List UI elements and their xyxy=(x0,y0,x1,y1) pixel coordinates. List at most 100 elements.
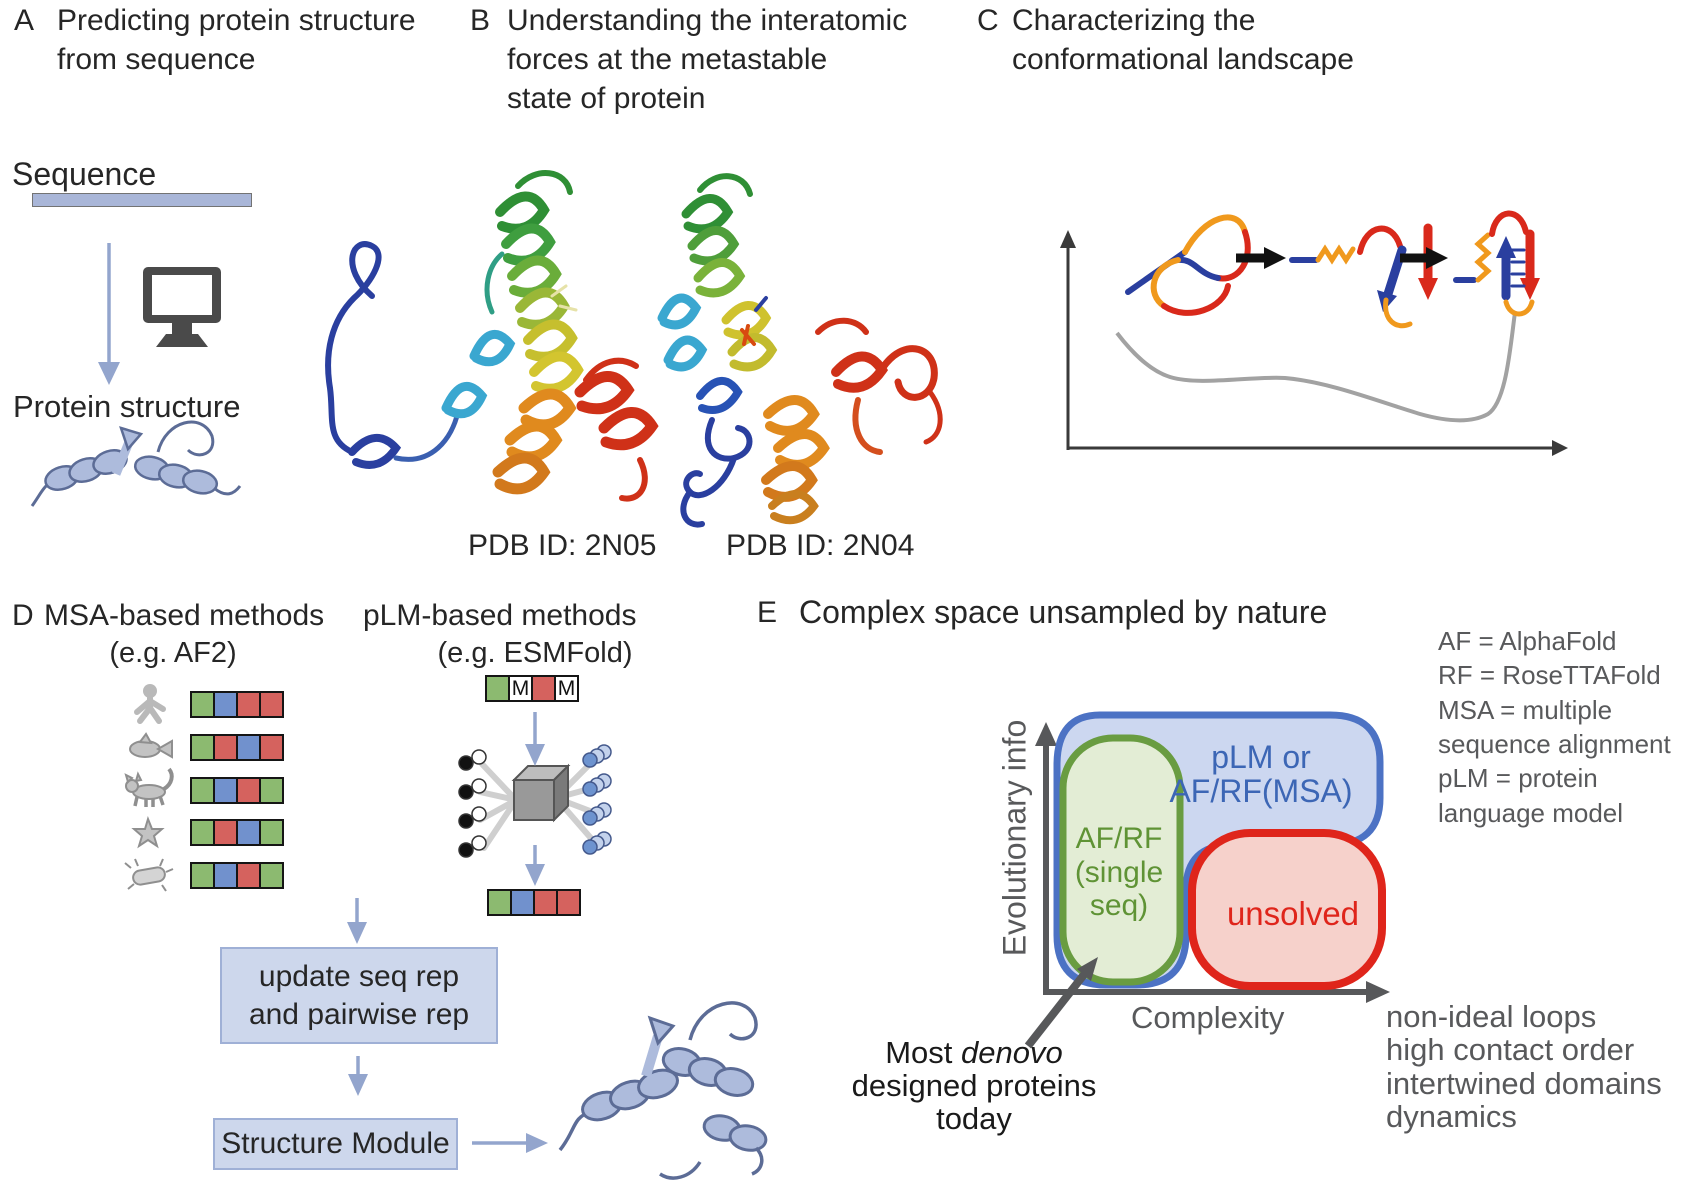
msa-row-starfish xyxy=(190,819,284,846)
panel-c-title-line1: Characterizing the xyxy=(1012,4,1256,37)
folded-state-cartoon xyxy=(1453,210,1540,317)
masked-seq-cell-m: M xyxy=(508,675,533,702)
plm-methods-title: pLM-based methods xyxy=(363,599,637,632)
output-seq-cell xyxy=(533,889,558,916)
plm-region-label: pLM or AF/RF(MSA) xyxy=(1150,739,1372,808)
protein-2n04 xyxy=(657,173,943,528)
masked-seq-cell xyxy=(531,675,556,702)
legend-line: sequence alignment xyxy=(1438,728,1671,759)
panel-b-letter: B xyxy=(470,4,491,37)
panel-a-title-line2: from sequence xyxy=(57,43,256,76)
msa-cell xyxy=(213,777,238,804)
panel-c-title-line2: conformational landscape xyxy=(1012,43,1354,76)
protein-structure-label: Protein structure xyxy=(13,389,241,424)
msa-cell xyxy=(259,777,284,804)
legend-line: pLM = protein xyxy=(1438,763,1598,794)
transition-arrow-2 xyxy=(1400,247,1448,269)
msa-cell xyxy=(236,691,261,718)
d-flow-arrows xyxy=(347,712,548,1153)
update-rep-line2: and pairwise rep xyxy=(248,997,470,1031)
msa-cell xyxy=(190,862,215,889)
structure-module-box: Structure Module xyxy=(213,1118,458,1170)
denovo-line1: Most denovo xyxy=(826,1035,1122,1070)
legend-line: language model xyxy=(1438,797,1624,828)
unsampled-list: non-ideal loops high contact order inter… xyxy=(1386,1000,1662,1134)
output-seq-cell xyxy=(487,889,512,916)
update-rep-box: update seq rep and pairwise rep xyxy=(220,947,498,1044)
denovo-line3: today xyxy=(936,1100,1012,1136)
human-icon xyxy=(134,684,166,724)
sequence-bar xyxy=(32,193,252,207)
abbreviation-legend: AF = AlphaFold RF = RoseTTAFold MSA = mu… xyxy=(1438,624,1671,830)
msa-cell xyxy=(190,819,215,846)
msa-row-cat xyxy=(190,777,284,804)
msa-row-fish xyxy=(190,734,284,761)
pdb-id-2n04-label: PDB ID: 2N04 xyxy=(726,529,915,562)
msa-cell xyxy=(236,862,261,889)
msa-row-bacterium xyxy=(190,862,284,889)
conformational-landscape-plot xyxy=(1060,210,1568,456)
msa-cell xyxy=(190,734,215,761)
msa-cell xyxy=(213,691,238,718)
unsolved-region-label: unsolved xyxy=(1226,895,1360,932)
msa-methods-title: MSA-based methods xyxy=(44,599,325,632)
panel-b-title-line1: Understanding the interatomic xyxy=(507,4,908,37)
intermediate-state-cartoon xyxy=(1289,223,1438,329)
structure-module-label: Structure Module xyxy=(221,1127,450,1161)
msa-cell xyxy=(236,777,261,804)
unsampled-item: high contact order xyxy=(1386,1032,1635,1068)
denovo-line2: designed proteins xyxy=(851,1067,1097,1103)
msa-cell xyxy=(259,734,284,761)
x-axis-label: Complexity xyxy=(1131,1000,1285,1035)
landscape-curve xyxy=(1115,311,1517,423)
msa-cell xyxy=(190,777,215,804)
bacterium-icon xyxy=(124,858,174,892)
y-axis-label: Evolutionary info xyxy=(996,719,1033,957)
plm-network-icon xyxy=(458,744,612,858)
unsampled-item: non-ideal loops xyxy=(1386,999,1597,1034)
protein-cartoon-d xyxy=(558,1001,768,1180)
unsampled-item: dynamics xyxy=(1386,1099,1517,1135)
output-seq-cell xyxy=(510,889,535,916)
denovo-prefix: Most xyxy=(885,1035,962,1070)
pdb-id-2n05-label: PDB ID: 2N05 xyxy=(468,529,657,562)
protein-2n05 xyxy=(325,170,659,502)
denovo-annotation: Most denovo designed proteins today xyxy=(826,1035,1122,1136)
fish-icon xyxy=(129,732,173,759)
sequence-to-structure-arrow xyxy=(98,243,120,385)
denovo-italic: denovo xyxy=(961,1035,1063,1070)
cat-icon xyxy=(124,767,174,807)
msa-cell xyxy=(190,691,215,718)
panel-a-letter: A xyxy=(14,4,35,37)
unsolved-region-shape xyxy=(1188,829,1386,990)
protein-cartoon-a xyxy=(30,420,242,507)
legend-line: RF = RoseTTAFold xyxy=(1438,660,1661,691)
output-seq-cell xyxy=(556,889,581,916)
msa-cell xyxy=(213,734,238,761)
msa-row-human xyxy=(190,691,284,718)
unfolded-state-cartoon xyxy=(1125,214,1251,316)
panel-e-letter: E xyxy=(757,596,778,629)
msa-cell xyxy=(213,819,238,846)
msa-cell xyxy=(259,819,284,846)
msa-cell xyxy=(236,819,261,846)
masked-seq-cell xyxy=(485,675,510,702)
panel-b-title-line3: state of protein xyxy=(507,82,706,115)
single-seq-line2: (single xyxy=(1074,855,1164,889)
legend-line: MSA = multiple xyxy=(1438,694,1613,725)
plm-methods-subtitle: (e.g. ESMFold) xyxy=(437,637,633,669)
transition-arrow-1 xyxy=(1236,247,1286,269)
computer-icon xyxy=(143,267,221,347)
denovo-annotation-arrow xyxy=(1024,957,1098,1049)
y-axis-arrowhead xyxy=(1060,230,1076,248)
complexity-axis-arrowhead xyxy=(1366,981,1390,1003)
plm-region-line1: pLM or xyxy=(1211,739,1311,775)
legend-line: AF = AlphaFold xyxy=(1438,626,1617,656)
unsampled-item: intertwined domains xyxy=(1386,1065,1662,1101)
msa-cell xyxy=(213,862,238,889)
masked-seq-cell-m: M xyxy=(554,675,579,702)
msa-cell xyxy=(236,734,261,761)
sequence-label: Sequence xyxy=(12,156,157,192)
